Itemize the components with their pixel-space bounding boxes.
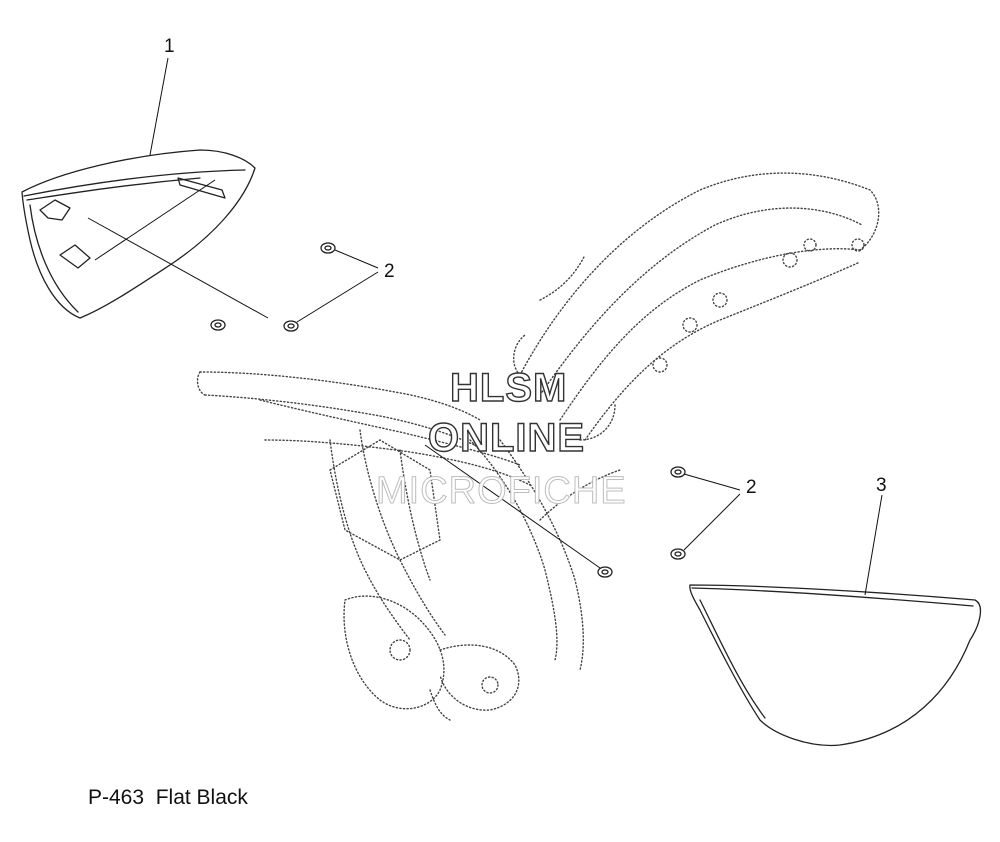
frame-drawing xyxy=(196,172,880,721)
watermark-line-1: HLSM xyxy=(449,366,568,410)
watermark-line-2: ONLINE xyxy=(427,416,586,460)
callout-2-upper: 2 xyxy=(384,261,395,282)
callout-3: 3 xyxy=(876,475,887,496)
callout-2-lower: 2 xyxy=(746,477,757,498)
grommets xyxy=(210,242,686,578)
watermark-line-3: MICROFICHE xyxy=(376,470,627,512)
callout-1: 1 xyxy=(164,36,175,57)
diagram-caption: P-463 Flat Black xyxy=(88,786,248,809)
side-cover-rear xyxy=(689,584,982,747)
side-cover-front xyxy=(21,149,256,319)
leader-lines xyxy=(87,57,883,596)
